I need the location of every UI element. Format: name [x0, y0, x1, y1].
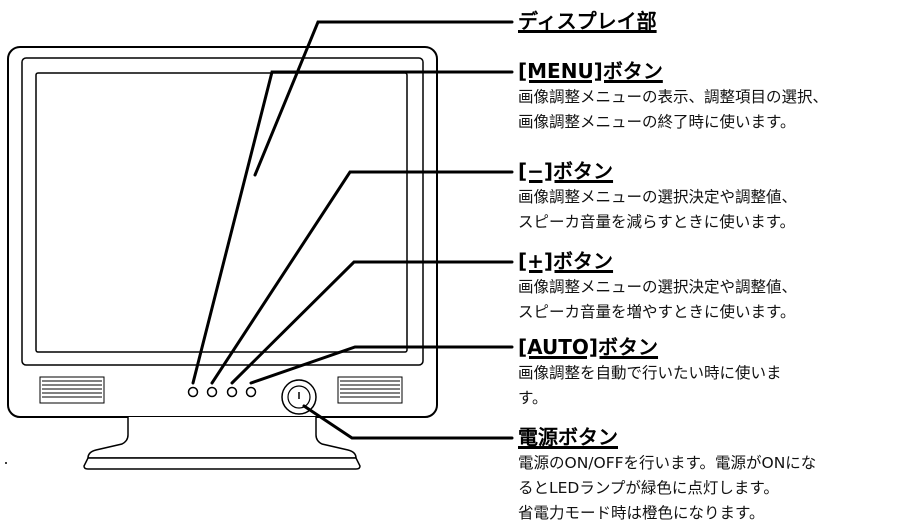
callout-power: 電源ボタン 電源のON/OFFを行います。電源がONにな るとLEDランプが緑色… [518, 425, 893, 526]
callout-display: ディスプレイ部 [518, 9, 893, 33]
minus-desc-line-2: スピーカ音量を減らすときに使います。 [518, 213, 796, 231]
auto-desc-line-1: 画像調整を自動で行いたい時に使いま [518, 364, 782, 382]
power-button[interactable] [281, 379, 317, 415]
callout-plus: [+]ボタン 画像調整メニューの選択決定や調整値、 スピーカ音量を増やすときに使… [518, 249, 893, 325]
stray-dot [5, 462, 7, 464]
leader-display [253, 20, 514, 177]
menu-desc-line-2: 画像調整メニューの終了時に使います。 [518, 113, 796, 131]
leader-auto [249, 345, 514, 385]
auto-button-title: [AUTO]ボタン [518, 335, 659, 359]
callout-menu: [MENU]ボタン 画像調整メニューの表示、調整項目の選択、 画像調整メニューの… [518, 59, 893, 135]
power-desc-line-3: 省電力モード時は橙色になります。 [518, 504, 765, 522]
power-button-title: 電源ボタン [518, 425, 618, 449]
leader-power [302, 404, 514, 440]
stand-neck [87, 417, 357, 459]
right-speaker-grille [337, 376, 403, 404]
power-desc-line-2: るとLEDランプが緑色に点灯します。 [518, 479, 779, 497]
screen-panel [35, 72, 408, 353]
menu-button[interactable] [187, 386, 199, 398]
leader-menu [191, 70, 514, 385]
plus-button-title: [+]ボタン [518, 249, 614, 273]
left-speaker-grille [39, 376, 105, 404]
stand-base [83, 457, 361, 470]
plus-desc-line-2: スピーカ音量を増やすときに使います。 [518, 303, 796, 321]
plus-button[interactable] [226, 386, 238, 398]
power-desc-line-1: 電源のON/OFFを行います。電源がONにな [518, 454, 817, 472]
plus-desc-line-1: 画像調整メニューの選択決定や調整値、 [518, 278, 798, 296]
auto-desc-line-2: す。 [518, 389, 548, 407]
leader-plus [230, 260, 514, 385]
callout-auto: [AUTO]ボタン 画像調整を自動で行いたい時に使いま す。 [518, 335, 893, 411]
auto-button[interactable] [245, 386, 257, 398]
leader-minus [210, 170, 514, 385]
minus-button[interactable] [206, 386, 218, 398]
minus-desc-line-1: 画像調整メニューの選択決定や調整値、 [518, 188, 798, 206]
minus-button-title: [−]ボタン [518, 159, 614, 183]
menu-button-title: [MENU]ボタン [518, 59, 663, 83]
menu-desc-line-1: 画像調整メニューの表示、調整項目の選択、 [518, 88, 829, 106]
display-title: ディスプレイ部 [518, 9, 657, 33]
callout-minus: [−]ボタン 画像調整メニューの選択決定や調整値、 スピーカ音量を減らすときに使… [518, 159, 893, 235]
